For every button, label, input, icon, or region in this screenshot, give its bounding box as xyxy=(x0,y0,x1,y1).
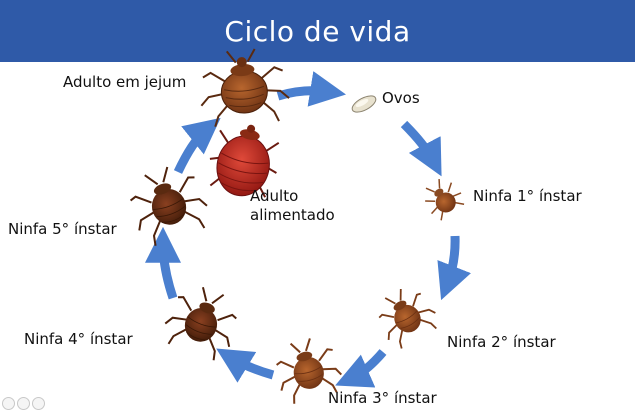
arrow-nymph4-to-nymph5 xyxy=(145,226,182,300)
arrow-nymph2-to-nymph3 xyxy=(335,349,387,388)
previous-slide-icon[interactable] xyxy=(2,397,15,410)
slide-controls xyxy=(2,397,45,410)
label-ninfa-4: Ninfa 4° ínstar xyxy=(24,330,133,348)
label-adulto-alimentado: Adulto alimentado xyxy=(250,187,335,225)
label-ninfa-2: Ninfa 2° ínstar xyxy=(447,333,556,351)
label-adulto-alimentado-line1: Adulto xyxy=(250,187,299,205)
arrow-nymph5-to-adult xyxy=(173,117,221,174)
cycle-arrows xyxy=(145,71,471,388)
nymph-5-bug-image xyxy=(129,166,208,246)
adult-fed-bug-image xyxy=(209,124,280,198)
title-banner: Ciclo de vida xyxy=(0,0,635,62)
menu-icon[interactable] xyxy=(17,397,30,410)
label-ovos: Ovos xyxy=(382,89,420,107)
adult-fasting-bug-image xyxy=(200,48,290,127)
nymph-1-bug-image xyxy=(425,178,465,221)
eggs-image xyxy=(351,95,377,113)
arrow-nymph3-to-nymph4 xyxy=(216,348,275,383)
arrow-nymph1-to-nymph2 xyxy=(437,235,471,301)
page-title: Ciclo de vida xyxy=(224,14,411,48)
label-adulto-alimentado-line2: alimentado xyxy=(250,206,335,224)
label-ninfa-1: Ninfa 1° ínstar xyxy=(473,187,582,205)
nymph-3-bug-image xyxy=(276,338,343,404)
label-ninfa-3: Ninfa 3° ínstar xyxy=(328,389,437,407)
arrow-eggs-to-nymph1 xyxy=(400,120,442,177)
nymph-4-bug-image xyxy=(164,286,237,361)
nymph-2-bug-image xyxy=(378,288,437,349)
label-ninfa-5: Ninfa 5° ínstar xyxy=(8,220,117,238)
next-slide-icon[interactable] xyxy=(32,397,45,410)
arrow-adult-to-eggs xyxy=(276,71,346,107)
label-adulto-em-jejum: Adulto em jejum xyxy=(63,73,187,91)
